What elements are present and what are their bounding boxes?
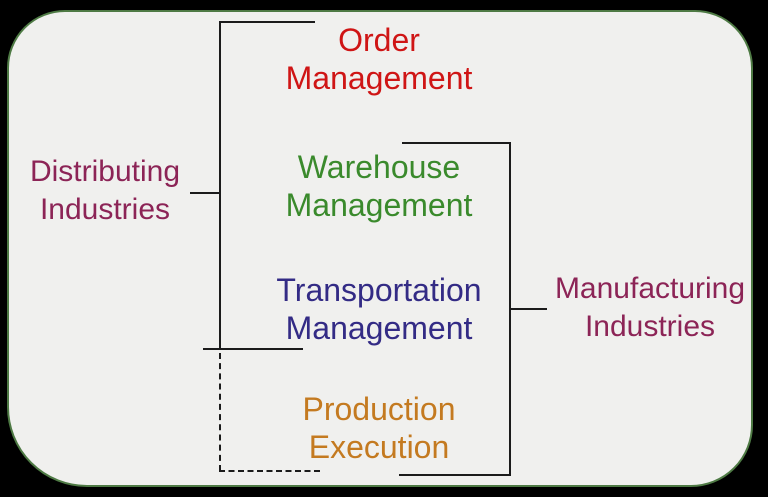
warehouse-management-line1: Warehouse	[297, 149, 461, 185]
order-management-label: Order Management	[254, 21, 504, 97]
manufacturing-industries-line1: Manufacturing	[554, 272, 746, 305]
left-bracket-bottom-line	[203, 348, 303, 350]
left-bracket-dashed-bottom-line	[219, 470, 320, 472]
distributing-industries-label: Distributing Industries	[5, 153, 205, 229]
left-bracket-dashed-vertical-line	[219, 353, 221, 471]
manufacturing-industries-label: Manufacturing Industries	[550, 270, 750, 346]
right-bracket-top-line	[402, 142, 511, 144]
warehouse-management-line2: Management	[285, 187, 473, 223]
production-execution-label: Production Execution	[254, 390, 504, 466]
production-execution-line1: Production	[302, 391, 456, 427]
manufacturing-industries-line2: Industries	[584, 310, 716, 343]
order-management-line1: Order	[338, 22, 420, 58]
rounded-panel	[7, 10, 753, 487]
distributing-industries-line2: Industries	[39, 193, 171, 226]
warehouse-management-label: Warehouse Management	[254, 148, 504, 224]
transportation-management-line1: Transportation	[276, 272, 482, 308]
production-execution-line2: Execution	[308, 429, 450, 465]
left-bracket-vertical-line	[219, 21, 221, 350]
distributing-connector-line	[190, 192, 219, 194]
right-bracket-vertical-line	[509, 142, 511, 476]
manufacturing-connector-line	[511, 308, 547, 310]
right-bracket-bottom-line	[399, 474, 511, 476]
transportation-management-label: Transportation Management	[254, 271, 504, 347]
order-management-line2: Management	[285, 60, 473, 96]
distributing-industries-line1: Distributing	[29, 155, 181, 188]
left-bracket-top-line	[219, 21, 315, 23]
transportation-management-line2: Management	[285, 310, 473, 346]
